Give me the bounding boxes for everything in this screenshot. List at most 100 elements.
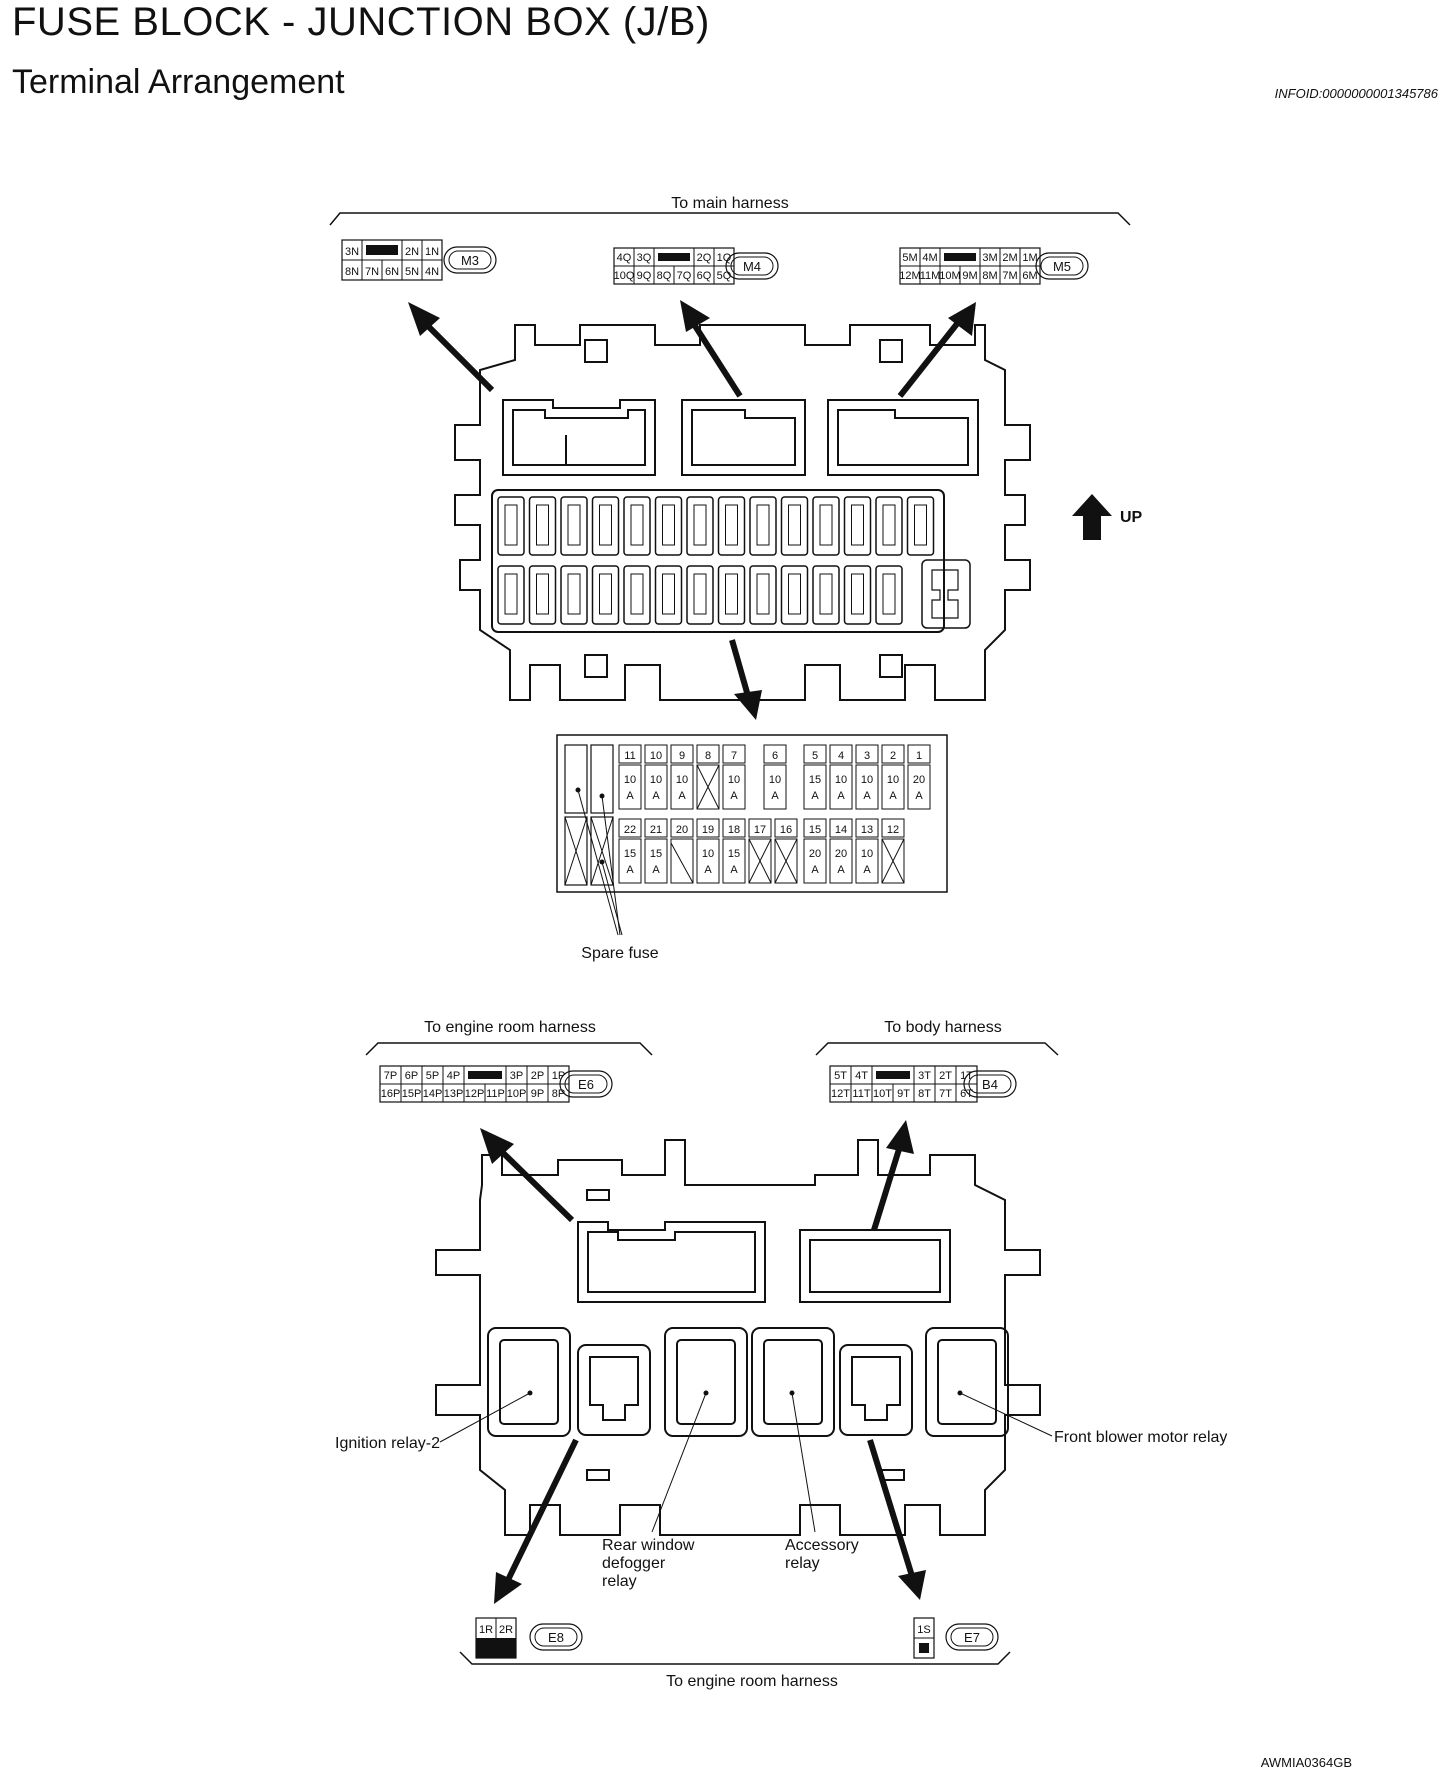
connector-terminal: 1P <box>552 1070 565 1082</box>
connector-id: E6 <box>578 1077 594 1092</box>
connector-terminal: 3T <box>918 1070 931 1082</box>
arrow-to-e8 <box>494 1438 579 1604</box>
connector-id: M3 <box>461 253 479 268</box>
fuse-1: 1 20A <box>907 744 931 810</box>
up-arrow-icon <box>1072 494 1112 540</box>
fuse-amperage: 10 <box>728 774 740 786</box>
fuse-unit: A <box>626 864 634 876</box>
connector-terminal: 7Q <box>677 270 692 282</box>
fuse-22: 22 15A <box>618 818 642 884</box>
connector-terminal: 12M <box>899 270 920 282</box>
ignition-relay-2-label: Ignition relay-2 <box>335 1435 440 1452</box>
connector-terminal: 4N <box>425 266 439 278</box>
fuse-amperage: 15 <box>624 848 636 860</box>
fuse-17: 17 <box>748 818 772 884</box>
fuse-15: 15 20A <box>803 818 827 884</box>
connector-terminal: 13P <box>444 1088 464 1100</box>
connector-terminal: 2R <box>499 1624 513 1636</box>
connector-terminal: 9P <box>531 1088 544 1100</box>
fuse-number: 19 <box>702 824 714 836</box>
fuse-amperage: 10 <box>835 774 847 786</box>
connector-terminal: 3P <box>510 1070 523 1082</box>
connector-terminal: 6Q <box>697 270 712 282</box>
fuse-number: 9 <box>679 750 685 762</box>
fuse-number: 8 <box>705 750 711 762</box>
fuse-unit: A <box>730 864 738 876</box>
accessory-relay-label-2: relay <box>785 1555 820 1572</box>
engine-room-harness-bracket-top <box>365 1042 653 1056</box>
engine-room-harness-bracket-bottom <box>459 1651 1011 1665</box>
fuse-unit: A <box>811 864 819 876</box>
connector-key-mark <box>876 1071 910 1079</box>
fuse-number: 5 <box>812 750 818 762</box>
connector-terminal: 6P <box>405 1070 418 1082</box>
rear-window-defogger-relay-label-3: relay <box>602 1573 637 1590</box>
connector-terminal: 3N <box>345 246 359 258</box>
connector-terminal: 1N <box>425 246 439 258</box>
fuse-number: 15 <box>809 824 821 836</box>
connector-terminal: 2P <box>531 1070 544 1082</box>
fuse-unit: A <box>811 790 819 802</box>
spare-fuse-label: Spare fuse <box>581 945 658 962</box>
connector-terminal: 9T <box>897 1088 910 1100</box>
fuse-unit: A <box>652 864 660 876</box>
connector-terminal: 4T <box>855 1070 868 1082</box>
fuse-block-top-view <box>454 324 1031 701</box>
connector-terminal: 5P <box>426 1070 439 1082</box>
fuse-amperage: 20 <box>809 848 821 860</box>
fuse-unit: A <box>771 790 779 802</box>
fuse-number: 7 <box>731 750 737 762</box>
connector-terminal: 5N <box>405 266 419 278</box>
connector-terminal: 6T <box>960 1088 973 1100</box>
connector-terminal: 1S <box>917 1624 930 1636</box>
connector-terminal: 8N <box>345 266 359 278</box>
fuse-amperage: 10 <box>650 774 662 786</box>
connector-terminal: 10Q <box>614 270 635 282</box>
fuse-amperage: 20 <box>913 774 925 786</box>
fuse-12: 12 <box>881 818 905 884</box>
rear-window-defogger-relay-label-1: Rear window <box>602 1537 695 1554</box>
connector-id: M5 <box>1053 259 1071 274</box>
figure-id: AWMIA0364GB <box>1260 1755 1352 1770</box>
page-subtitle: Terminal Arrangement <box>12 63 345 101</box>
fuse-amperage: 15 <box>650 848 662 860</box>
connector-terminal: 8Q <box>657 270 672 282</box>
connector-terminal: 8P <box>552 1088 565 1100</box>
connector-terminal: 1R <box>479 1624 493 1636</box>
front-blower-motor-relay-label: Front blower motor relay <box>1054 1429 1227 1446</box>
fuse-number: 2 <box>890 750 896 762</box>
connector-terminal: 10T <box>873 1088 892 1100</box>
connector-terminal: 7P <box>384 1070 397 1082</box>
arrow-to-e7 <box>867 1439 926 1600</box>
connector-key-mark <box>468 1071 502 1079</box>
connector-key-mark <box>919 1643 929 1653</box>
fuse-number: 1 <box>916 750 922 762</box>
main-harness-bracket <box>329 212 1131 226</box>
connector-terminal: 1M <box>1022 252 1037 264</box>
arrow-to-b4 <box>871 1120 914 1231</box>
connector-terminal: 6M <box>1022 270 1037 282</box>
body-harness-bracket <box>815 1042 1059 1056</box>
fuse-number: 22 <box>624 824 636 836</box>
connector-terminal: 10M <box>939 270 960 282</box>
fuse-number: 12 <box>887 824 899 836</box>
connector-terminal: 14P <box>423 1088 443 1100</box>
fuse-16: 16 <box>774 818 798 884</box>
connector-terminal: 12T <box>831 1088 850 1100</box>
fuse-number: 13 <box>861 824 873 836</box>
connector-key-mark <box>944 253 976 261</box>
connector-id: B4 <box>982 1077 998 1092</box>
arrow-to-fuse-layout <box>729 639 762 720</box>
connector-terminal: 12P <box>465 1088 485 1100</box>
relay-leaders <box>439 1390 1053 1533</box>
arrow-to-m5 <box>897 302 976 398</box>
fuse-unit: A <box>915 790 923 802</box>
page-title: FUSE BLOCK - JUNCTION BOX (J/B) <box>12 0 710 44</box>
connector-terminal: 8M <box>982 270 997 282</box>
